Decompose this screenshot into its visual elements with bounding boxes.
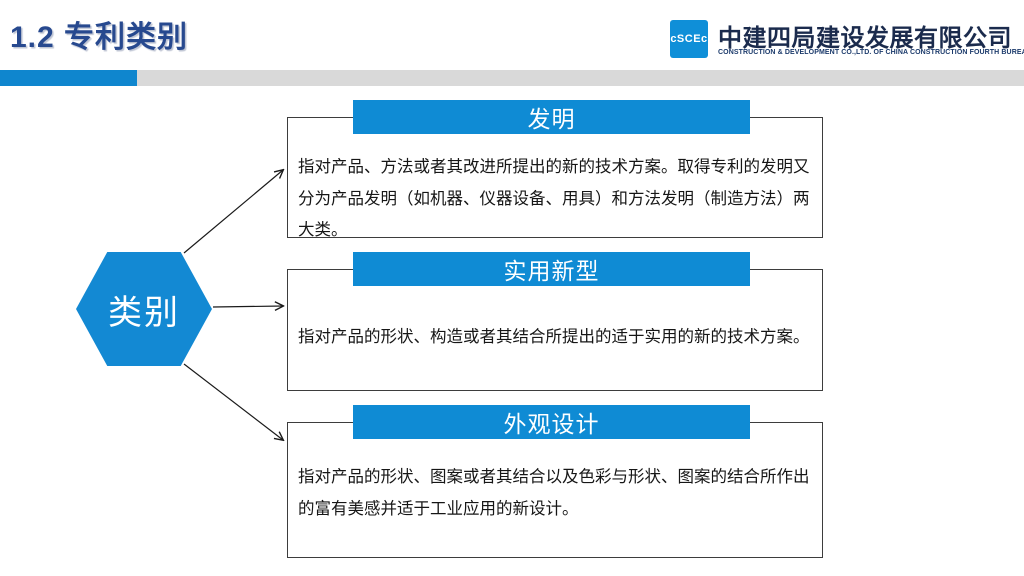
divider-accent-segment	[0, 70, 137, 86]
page-title: 1.2 专利类别	[10, 21, 189, 54]
card-utility-model-box: 指对产品的形状、构造或者其结合所提出的适于实用的新的技术方案。	[287, 269, 823, 391]
arrow-to-design	[183, 363, 283, 440]
card-utility-model-body: 指对产品的形状、构造或者其结合所提出的适于实用的新的技术方案。	[298, 328, 810, 346]
arrow-to-utility-model	[212, 306, 283, 307]
card-utility-model: 指对产品的形状、构造或者其结合所提出的适于实用的新的技术方案。 实用新型	[287, 252, 823, 391]
card-invention-box: 指对产品、方法或者其改进所提出的新的技术方案。取得专利的发明又分为产品发明（如机…	[287, 117, 823, 239]
divider-gray-segment	[137, 70, 1024, 86]
arrow-to-invention	[183, 170, 283, 254]
company-logo: cSCEc 中建四局建设发展有限公司 CONSTRUCTION & DEVELO…	[670, 18, 1024, 66]
category-hexagon: 类别	[76, 252, 212, 366]
category-hexagon-label: 类别	[108, 293, 180, 332]
card-invention-title: 发明	[353, 100, 750, 134]
cscec-logo-icon: cSCEc	[670, 20, 708, 58]
card-utility-model-title: 实用新型	[353, 252, 750, 286]
card-design-body: 指对产品的形状、图案或者其结合以及色彩与形状、图案的结合所作出的富有美感并适于工…	[298, 468, 810, 518]
card-design-box: 指对产品的形状、图案或者其结合以及色彩与形状、图案的结合所作出的富有美感并适于工…	[287, 422, 823, 558]
card-invention: 指对产品、方法或者其改进所提出的新的技术方案。取得专利的发明又分为产品发明（如机…	[287, 100, 823, 239]
card-invention-body: 指对产品、方法或者其改进所提出的新的技术方案。取得专利的发明又分为产品发明（如机…	[298, 158, 810, 239]
card-design-title: 外观设计	[353, 405, 750, 439]
company-name-cn: 中建四局建设发展有限公司	[718, 26, 1012, 52]
card-design: 指对产品的形状、图案或者其结合以及色彩与形状、图案的结合所作出的富有美感并适于工…	[287, 405, 823, 558]
company-name-en: CONSTRUCTION & DEVELOPMENT CO.,LTD. OF C…	[718, 49, 1024, 56]
